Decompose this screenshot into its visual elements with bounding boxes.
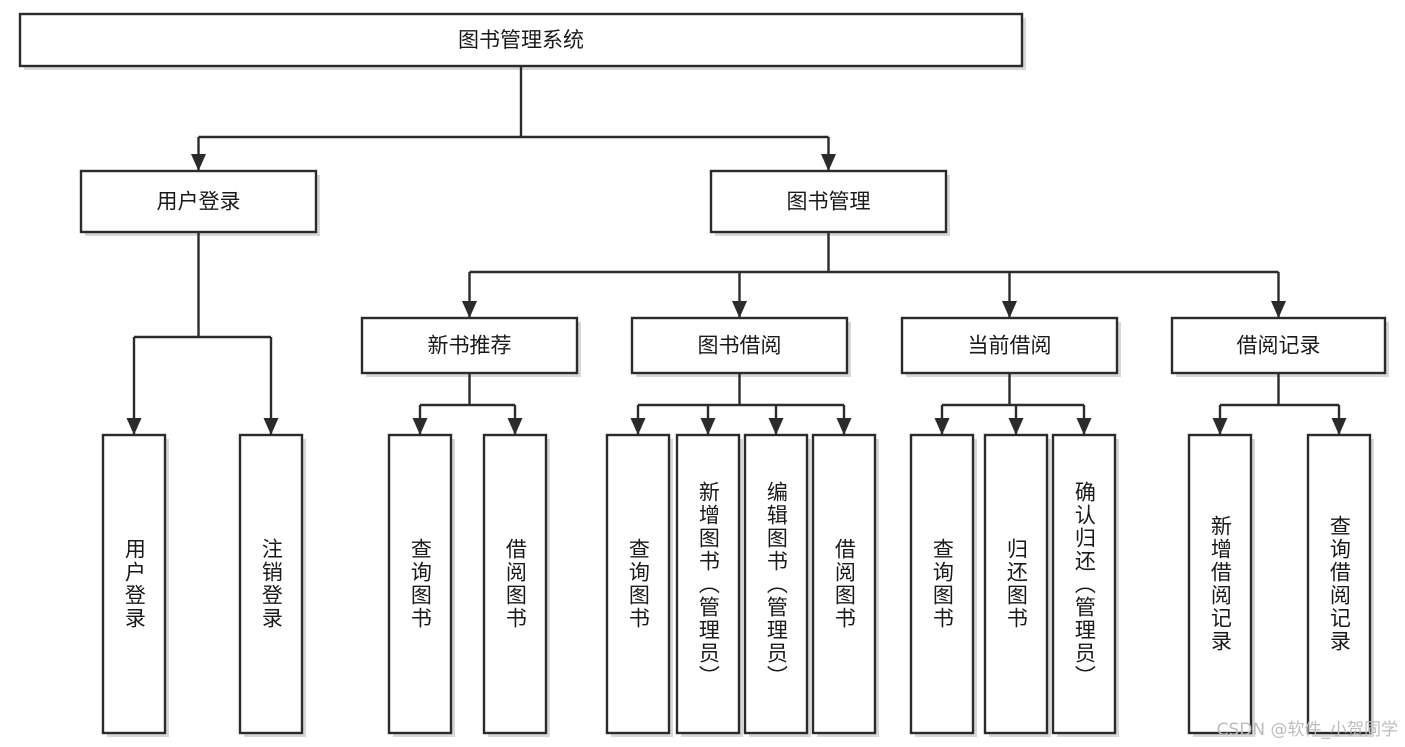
arrow-root-1 xyxy=(821,154,836,171)
node-label-借阅记录: 借阅记录 xyxy=(1237,334,1321,358)
arrow-borrow-1 xyxy=(700,418,716,435)
node-layer xyxy=(18,12,1387,735)
node-label-图书借阅: 图书借阅 xyxy=(698,334,782,358)
arrow-borrow-0 xyxy=(630,418,646,435)
arrow-current-0 xyxy=(934,418,950,435)
node-leaf-查询图书 xyxy=(605,433,671,735)
csdn-watermark: CSDN @软件_小贺同学 xyxy=(1217,720,1398,740)
node-l2-借阅记录 xyxy=(1170,316,1387,375)
node-l1-用户登录 xyxy=(79,169,318,234)
node-leaf-确认归还管理员 xyxy=(1051,433,1117,735)
node-label-当前借阅: 当前借阅 xyxy=(968,334,1052,358)
node-label-新书推荐: 新书推荐 xyxy=(428,334,512,358)
node-l1-图书管理 xyxy=(709,169,948,234)
node-label-用户登录: 用户登录 xyxy=(157,190,241,214)
node-leaf-新增图书管理员 xyxy=(675,433,741,735)
node-leaf-编辑图书管理员 xyxy=(743,433,809,735)
arrow-borrow-2 xyxy=(768,418,784,435)
arrow-bookmgmt-2 xyxy=(1002,301,1017,318)
arrow-bookmgmt-3 xyxy=(1271,301,1286,318)
arrow-borrow-3 xyxy=(836,418,852,435)
node-leaf-查询图书 xyxy=(387,433,453,735)
arrow-record-1 xyxy=(1331,418,1347,435)
connector-layer xyxy=(126,66,1347,435)
node-leaf-归还图书 xyxy=(983,433,1049,735)
arrow-record-0 xyxy=(1212,418,1228,435)
node-l2-新书推荐 xyxy=(360,316,579,375)
node-leaf-注销登录 xyxy=(238,433,304,735)
node-leaf-借阅图书 xyxy=(482,433,548,735)
arrow-bookmgmt-1 xyxy=(732,301,747,318)
arrow-bookmgmt-0 xyxy=(462,301,477,318)
node-l2-图书借阅 xyxy=(630,316,849,375)
arrow-login-0 xyxy=(126,418,142,435)
node-leaf-用户登录 xyxy=(101,433,167,735)
arrow-root-0 xyxy=(191,154,206,171)
arrow-newbook-0 xyxy=(412,418,428,435)
arrow-current-1 xyxy=(1008,418,1024,435)
node-leaf-新增借阅记录 xyxy=(1187,433,1253,735)
node-root-图书管理系统 xyxy=(18,12,1024,68)
node-label-图书管理: 图书管理 xyxy=(787,190,871,214)
arrow-current-2 xyxy=(1076,418,1092,435)
node-l2-当前借阅 xyxy=(900,316,1119,375)
node-leaf-查询借阅记录 xyxy=(1306,433,1372,735)
arrow-login-1 xyxy=(263,418,279,435)
node-leaf-查询图书 xyxy=(909,433,975,735)
node-leaf-借阅图书 xyxy=(811,433,877,735)
arrow-newbook-1 xyxy=(507,418,523,435)
node-label-图书管理系统: 图书管理系统 xyxy=(458,28,584,52)
